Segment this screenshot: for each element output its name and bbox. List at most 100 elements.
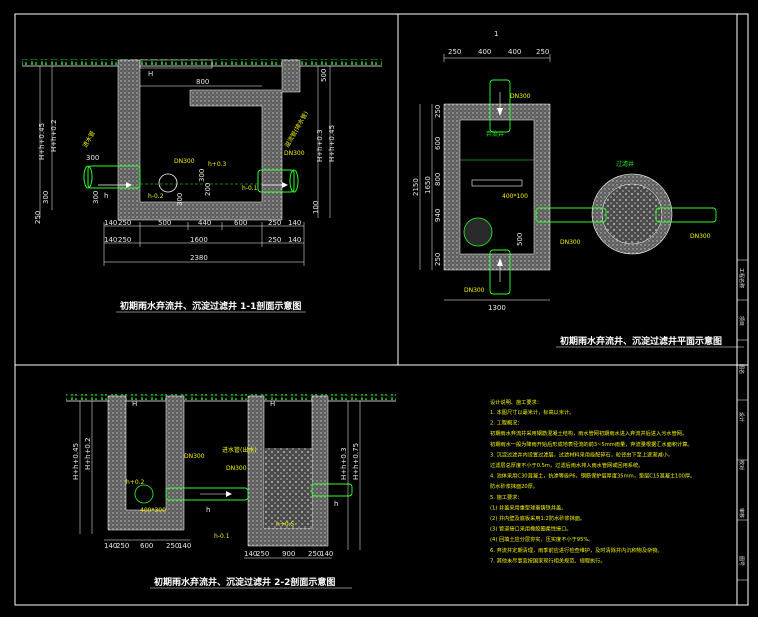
- side-300: 300: [42, 191, 50, 204]
- filter-outlet-pipe: [655, 207, 717, 223]
- svg-text:500: 500: [158, 219, 171, 227]
- filter-well-label: 过滤井: [616, 160, 634, 168]
- right-tag: 溢流管(排水管): [283, 110, 310, 149]
- sec22-vr1: H+h+0.3: [340, 447, 348, 480]
- left-well-2-2: [107, 395, 185, 531]
- svg-text:400: 400: [478, 48, 491, 56]
- vert-right-2: H+h+0.45: [328, 125, 336, 162]
- bottom-row-1: 140 250 500 440 600 250 140: [104, 219, 301, 227]
- side-250: 250: [34, 211, 42, 224]
- svg-text:250: 250: [268, 219, 281, 227]
- flow-well-label: 弃流井: [486, 130, 504, 138]
- total-2380: 2380: [190, 254, 208, 262]
- svg-text:140: 140: [244, 550, 257, 558]
- plan-pipe-3: DN300: [560, 239, 581, 246]
- section-2-2: H H H+h+0.45 H+h+0.2 H+h+0.3 H+h+0.75 h+…: [66, 394, 396, 589]
- svg-text:940: 940: [434, 209, 442, 222]
- svg-text:250: 250: [116, 542, 129, 550]
- svg-text:1600: 1600: [190, 236, 208, 244]
- plan-bottom: 1300: [488, 304, 506, 312]
- title-block-cell: 设计: [738, 412, 745, 422]
- svg-text:140: 140: [178, 542, 191, 550]
- svg-text:250: 250: [268, 236, 281, 244]
- svg-text:500: 500: [516, 233, 524, 246]
- plan-pipe-4: DN300: [690, 233, 711, 240]
- note-line: 5. 施工要求：: [490, 493, 523, 501]
- note-line: 初期雨水弃流井采用钢筋混凝土结构，雨水管网初期雨水进入弃流井后进入污水管网。: [490, 429, 687, 437]
- svg-text:140: 140: [288, 219, 301, 227]
- svg-text:140: 140: [320, 550, 333, 558]
- h-label: H: [148, 70, 153, 78]
- filter-media: [264, 448, 312, 528]
- note-line: (2) 井内壁及底板采用1:2防水砂浆抹面。: [490, 514, 585, 522]
- sec22-h-right: H: [270, 400, 275, 408]
- dim-300: 300: [86, 154, 99, 162]
- note-line: 防水砂浆抹面20厚。: [490, 482, 538, 490]
- side-100: 100: [312, 201, 320, 214]
- plan-sec-mark: 1: [494, 30, 498, 38]
- side-200: 200: [204, 183, 212, 196]
- plan-grate: 400*100: [502, 193, 528, 200]
- note-line: (3) 管道接口采用橡胶圈柔性接口。: [490, 525, 572, 533]
- plan-top-dims: 250 400 400 250: [448, 48, 549, 56]
- inlet-circle: [463, 217, 493, 247]
- sec22-labels: h+0.2 DN300 进水管(出水) DN300 h h h-0.1 h+0.…: [126, 446, 338, 540]
- svg-text:h+0.2: h+0.2: [126, 479, 145, 486]
- plan-pipe-2: DN300: [464, 287, 485, 294]
- plan-inner: 1650: [424, 176, 432, 194]
- vert-left-2: H+h+0.2: [50, 119, 58, 152]
- bottom-row-2: 140 250 1600 250 140: [104, 236, 301, 244]
- title-block-cell: 校对: [738, 460, 745, 470]
- inlet-pipe: [87, 165, 141, 189]
- svg-text:250: 250: [536, 48, 549, 56]
- svg-text:140: 140: [104, 219, 117, 227]
- title-block-cell: 图号: [738, 556, 744, 566]
- flow-well-plan: [443, 103, 551, 271]
- svg-text:600: 600: [434, 137, 442, 150]
- plan-pipe-1: DN300: [510, 93, 531, 100]
- vert-left-1: H+h+0.45: [38, 123, 46, 160]
- sec22-title: 初期雨水弃流井、沉淀过滤井 2-2剖面示意图: [154, 576, 335, 588]
- mid-pipe-section: [158, 173, 178, 193]
- dim-800: 800: [196, 78, 209, 86]
- mid-dn-label: DN300: [174, 158, 195, 165]
- note-line: (4) 回填土应分层夯实，压实度不小于95%。: [490, 535, 594, 543]
- sec22-h-left: H: [132, 400, 137, 408]
- plan-title: 初期雨水弃流井、沉淀过滤井平面示意图: [560, 335, 722, 347]
- drawing-frame: [14, 13, 749, 606]
- level-h02: h-0.2: [148, 193, 164, 200]
- svg-text:440: 440: [198, 219, 211, 227]
- note-line: 6. 弃流井定期清理，雨季前应进行检查维护，及时清除井内沉积物及杂物。: [490, 546, 663, 554]
- note-line: 2. 工程概况：: [490, 419, 523, 427]
- sec22-bottom-right: 140 250 900 250 140: [244, 550, 333, 558]
- title-block-cell: 审核: [738, 508, 745, 518]
- extra-300-a: 300: [176, 193, 184, 206]
- sec22-vl2: H+h+0.2: [84, 437, 92, 470]
- note-line: 7. 其他未尽事宜按国家现行相关规范、规程执行。: [490, 556, 606, 564]
- level-h01: h-0.1: [242, 185, 258, 192]
- dim-500: 500: [320, 69, 328, 82]
- note-line: (1) 井盖采用重型球墨铸铁井盖。: [490, 503, 566, 511]
- title-block-cell: 图名: [738, 364, 745, 374]
- sec22-vr2: H+h+0.75: [352, 443, 360, 480]
- sec22-vl1: H+h+0.45: [72, 443, 80, 480]
- note-line: 过滤层总厚度不小于0.5m，过滤后雨水排入雨水管网或回用系统。: [490, 461, 643, 469]
- level-h03: h+0.3: [208, 161, 227, 168]
- svg-text:250: 250: [118, 236, 131, 244]
- svg-text:h: h: [334, 500, 338, 508]
- svg-text:250: 250: [434, 253, 442, 266]
- sec11-title: 初期雨水弃流井、沉淀过滤井 1-1剖面示意图: [120, 300, 301, 312]
- svg-text:250: 250: [118, 219, 131, 227]
- notes-heading: 设计说明、施工要求：: [490, 398, 542, 406]
- svg-text:250: 250: [448, 48, 461, 56]
- section-1-1: H 800 500 H+h+0.45 H+h+0.2 H+h+0.3 H+h+0…: [22, 59, 382, 313]
- svg-text:DN300: DN300: [184, 453, 205, 460]
- svg-text:进水管(出水): 进水管(出水): [222, 446, 257, 454]
- svg-text:h: h: [206, 506, 210, 514]
- plan-view: 250 400 400 250 250 600 800 940 500 250 …: [412, 30, 744, 348]
- svg-text:900: 900: [282, 550, 295, 558]
- extra-300-c: 300: [92, 191, 100, 204]
- svg-text:250: 250: [256, 550, 269, 558]
